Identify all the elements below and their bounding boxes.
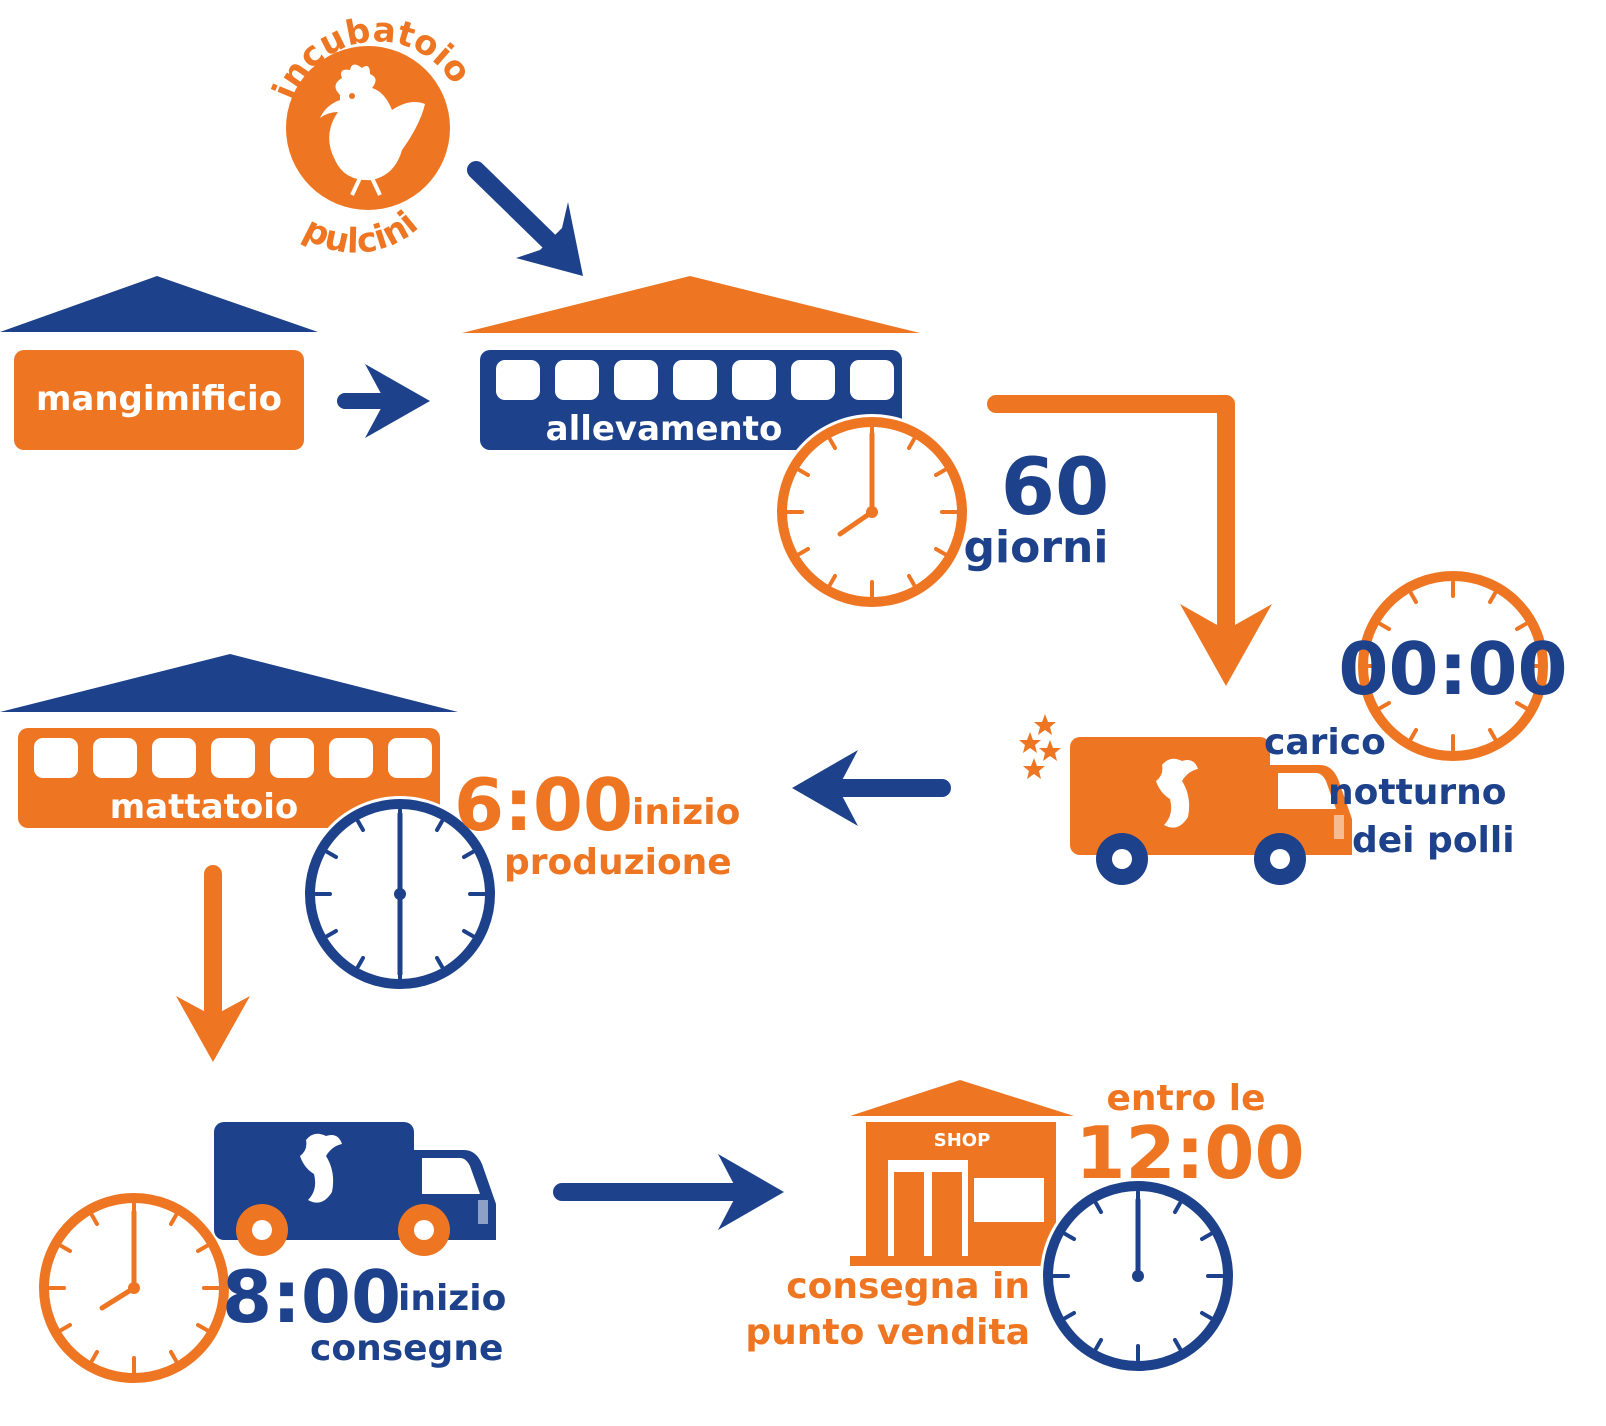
mattatoio-node: mattatoio <box>0 654 458 828</box>
allevamento-days-number: 60 <box>1001 443 1110 533</box>
shop-node: SHOP <box>850 1080 1074 1266</box>
rooster-icon <box>320 64 425 196</box>
moon-icon <box>996 684 1079 806</box>
shop-line1: consegna in <box>786 1266 1030 1307</box>
arrow-mattatoio-to-consegne <box>176 865 250 1062</box>
mangimificio-roof <box>0 276 318 332</box>
mangimificio-box <box>14 350 304 450</box>
arrow-mangimificio-to-allevamento <box>337 364 430 438</box>
allevamento-label: allevamento <box>546 409 783 449</box>
pulcini-label: pulcini <box>297 203 426 262</box>
mattatoio-roof <box>0 654 458 712</box>
arrow-consegne-to-shop <box>553 1154 784 1230</box>
mattatoio-time: 6:00 <box>454 763 633 847</box>
shop-roof <box>850 1080 1074 1116</box>
mattatoio-label: mattatoio <box>110 787 298 827</box>
arrow-allevamento-to-carico <box>987 395 1272 686</box>
stars-icon <box>1019 714 1061 779</box>
allevamento-clock-icon <box>774 414 970 610</box>
shop-clock-icon <box>1040 1178 1236 1374</box>
mattatoio-line1: inizio <box>632 792 740 833</box>
mangimificio-node: mangimificio <box>0 276 318 450</box>
allevamento-roof <box>462 276 920 333</box>
shop-window <box>974 1178 1044 1222</box>
truck-rooster-logo-icon <box>300 1133 342 1203</box>
carico-line3: dei polli <box>1352 820 1515 861</box>
consegne-line1: inizio <box>398 1278 506 1319</box>
mattatoio-clock-icon <box>302 796 498 992</box>
shop-sign: SHOP <box>934 1130 991 1151</box>
carico-clock-time: 00:00 <box>1338 627 1567 711</box>
shop-pre-label: entro le <box>1106 1078 1265 1119</box>
arrow-incubatoio-to-allevamento <box>467 161 583 276</box>
consegne-clock-icon <box>39 1193 229 1383</box>
arrow-carico-to-mattatoio <box>792 750 951 826</box>
incubatoio-node: incubatoio pulcini <box>265 10 479 262</box>
shop-line2: punto vendita <box>745 1312 1030 1353</box>
mattatoio-windows <box>34 738 432 778</box>
carico-clock-icon <box>1358 571 1548 761</box>
mattatoio-line2: produzione <box>504 842 732 883</box>
carico-line1: carico <box>1264 722 1386 763</box>
mangimificio-label: mangimificio <box>36 379 282 419</box>
consegne-time: 8:00 <box>222 1255 401 1339</box>
carico-line2: notturno <box>1328 772 1507 813</box>
allevamento-days-unit: giorni <box>964 522 1109 573</box>
consegne-truck-icon <box>214 1122 496 1256</box>
consegne-line2: consegne <box>310 1328 503 1369</box>
allevamento-windows <box>496 360 894 400</box>
truck-rooster-logo-icon <box>1156 758 1198 828</box>
allevamento-node: allevamento <box>462 276 920 450</box>
shop-time: 12:00 <box>1075 1111 1304 1195</box>
carico-truck-icon <box>1070 737 1352 885</box>
